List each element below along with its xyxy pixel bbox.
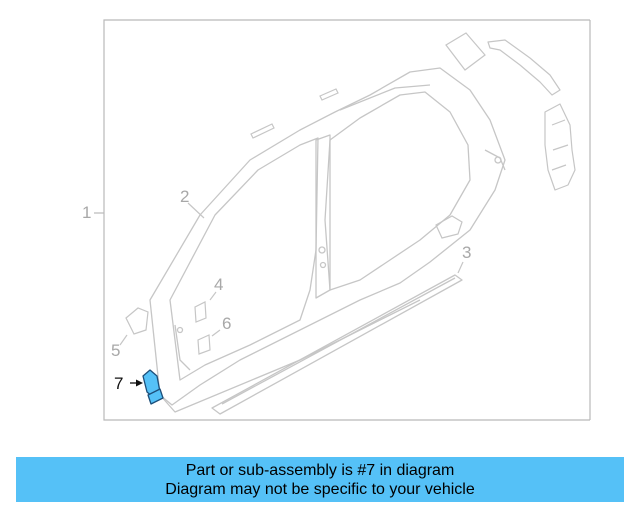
leader-3 <box>457 261 464 274</box>
callout-6: 6 <box>222 314 232 333</box>
part-7-highlighted <box>142 369 164 405</box>
leader-2 <box>187 202 205 219</box>
callout-5: 5 <box>111 341 121 360</box>
callout-1: 1 <box>82 203 92 222</box>
part-5-bracket <box>119 307 149 346</box>
arrow-7 <box>130 379 143 387</box>
diagram-frame <box>94 19 591 421</box>
part-4-clip <box>194 291 217 323</box>
callout-7: 7 <box>114 374 124 393</box>
rear-bracket-assembly <box>487 39 576 191</box>
parts-diagram <box>94 19 591 421</box>
rocker-molding <box>211 274 463 415</box>
callout-3: 3 <box>462 243 472 262</box>
callout-2: 2 <box>180 187 190 206</box>
part-6-clip <box>197 329 221 355</box>
retainer-clip <box>435 215 463 239</box>
banner-line-2: Diagram may not be specific to your vehi… <box>165 481 475 498</box>
banner-line-1: Part or sub-assembly is #7 in diagram <box>185 462 455 479</box>
side-body-panel <box>149 67 506 413</box>
roof-rail-strips <box>250 88 339 139</box>
part-info-banner: Part or sub-assembly is #7 in diagram Di… <box>16 457 624 502</box>
callout-4: 4 <box>214 275 224 294</box>
quarter-window-panel <box>445 32 486 71</box>
